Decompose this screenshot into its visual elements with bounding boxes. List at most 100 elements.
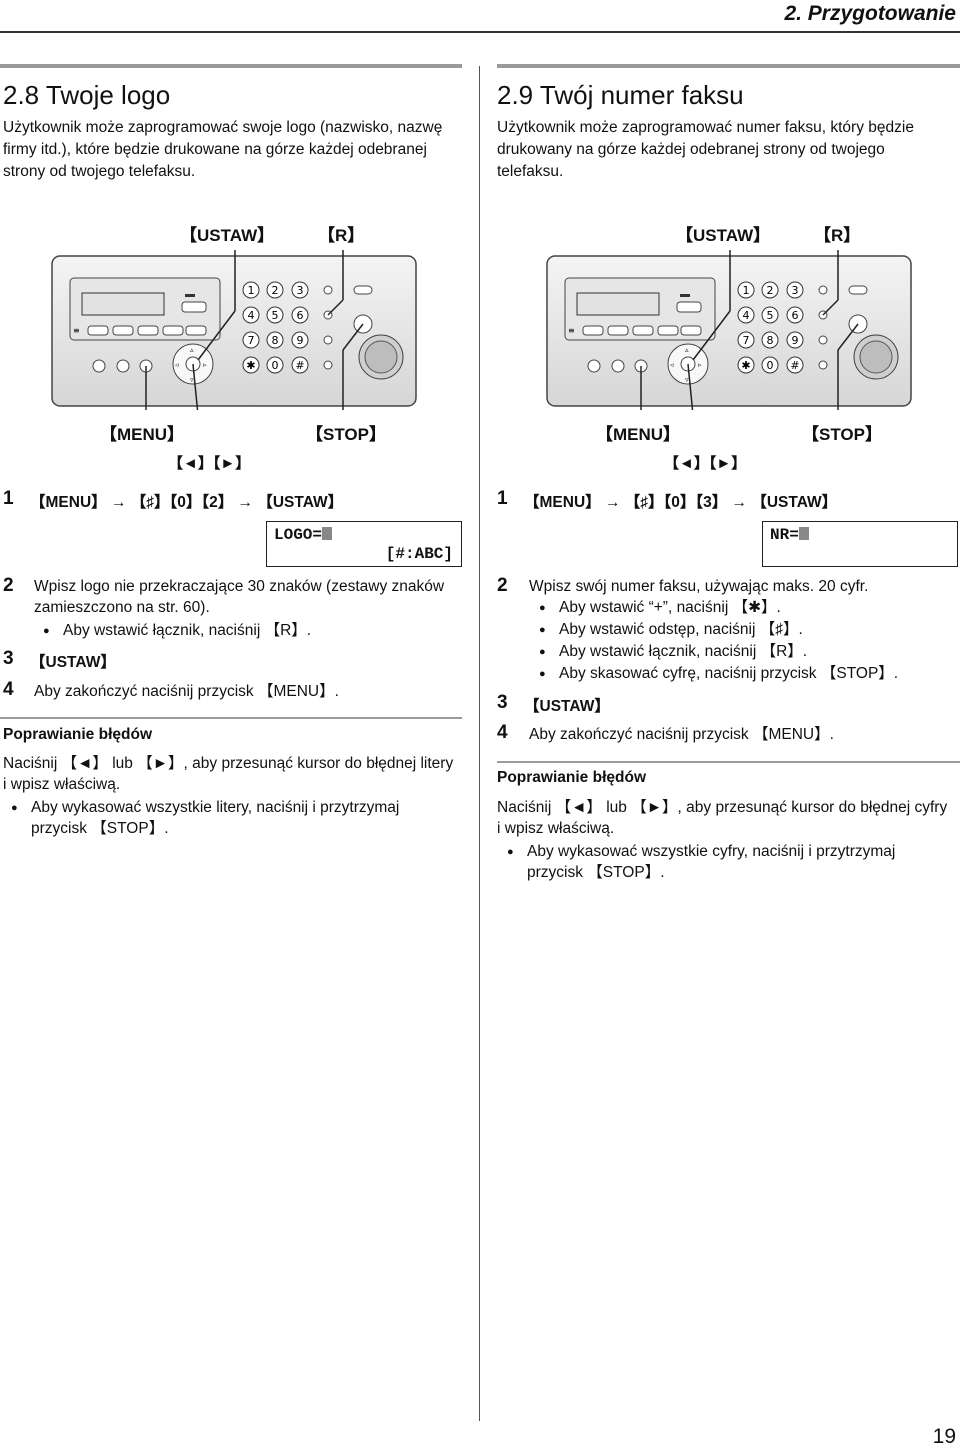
svg-text:3: 3 [297,284,304,297]
step2-bullet: Aby skasować cyfrę, naciśnij przycisk 【S… [539,663,898,685]
step4-text: Aby zakończyć naciśnij przycisk 【MENU】. [529,726,834,743]
svg-text:◃: ◃ [175,361,179,369]
step-number: 2 [497,575,508,596]
svg-text:9: 9 [297,334,304,347]
step-number: 1 [497,488,508,509]
svg-text:7: 7 [248,334,255,347]
svg-text:▵: ▵ [190,346,194,354]
step2-text: Wpisz swój numer faksu, używając maks. 2… [529,578,869,595]
step-number: 4 [497,722,508,743]
svg-text:4: 4 [248,309,255,322]
svg-text:9: 9 [792,334,799,347]
step3-key: 【USTAW】 [524,698,610,715]
fax-panel-diagram: ≡ ▵ ▿ ◃ ▹ 1 2 3 4 5 6 7 8 9 ✱ 0 # [546,250,912,410]
svg-text:▹: ▹ [698,361,702,369]
svg-text:✱: ✱ [246,359,255,372]
correction-text: Naciśnij 【◄】 lub 【►】, aby przesunąć kurs… [3,753,453,795]
label-menu: 【MENU】 [596,425,681,444]
svg-text:▹: ▹ [203,361,207,369]
step4-text: Aby zakończyć naciśnij przycisk 【MENU】. [34,683,339,700]
step2-text: Wpisz logo nie przekraczające 30 znaków … [34,576,444,618]
correction-title: Poprawianie błędów [3,726,152,743]
header-rule [0,31,960,33]
page-number: 19 [932,1425,956,1448]
step2-bullet: Aby wstawić “+”, naciśnij 【✱】. [539,597,898,619]
svg-text:0: 0 [767,359,774,372]
lcd-display: NR= [762,521,958,567]
svg-text:6: 6 [792,309,799,322]
correction-text: Naciśnij 【◄】 lub 【►】, aby przesunąć kurs… [497,797,947,839]
svg-text:◃: ◃ [670,361,674,369]
intro-line: drukowany na górze każdej odebranej stro… [497,141,885,158]
svg-text:8: 8 [767,334,774,347]
correction-line: i wpisz właściwą. [3,776,121,793]
intro-line: telefaksu. [497,163,564,180]
svg-text:4: 4 [743,309,750,322]
right-section-rule [497,64,960,68]
step2-bullets: Aby wstawić “+”, naciśnij 【✱】. Aby wstaw… [539,597,898,685]
right-section-title: 2.9 Twój numer faksu [497,80,744,110]
correction-line: Naciśnij 【◄】 lub 【►】, aby przesunąć kurs… [3,755,454,772]
label-arrows: 【◄】【►】 [664,455,747,472]
intro-line: Użytkownik może zaprogramować swoje logo… [3,119,443,136]
correction-title: Poprawianie błędów [497,769,646,786]
svg-text:#: # [790,359,799,372]
svg-text:≡: ≡ [568,326,575,335]
svg-text:▿: ▿ [685,376,689,384]
svg-text:1: 1 [743,284,750,297]
intro-line: firmy itd.), które będzie drukowane na g… [3,141,427,158]
svg-text:6: 6 [297,309,304,322]
correction-line: i wpisz właściwą. [497,820,615,837]
cursor-block [798,527,809,540]
step-number: 1 [3,488,14,509]
step-line: Wpisz logo nie przekraczające 30 znaków … [34,578,445,595]
svg-text:7: 7 [743,334,750,347]
step1-keys: 【MENU】 → 【♯】【0】【2】 → 【USTAW】 [30,494,344,511]
svg-text:1: 1 [248,284,255,297]
right-intro: Użytkownik może zaprogramować numer faks… [497,117,914,183]
correction-bullet-line: Aby wykasować wszystkie litery, naciśnij… [31,799,400,816]
column-divider [479,66,480,1421]
label-r: 【R】 [318,226,365,245]
label-r: 【R】 [814,226,861,245]
left-section-rule [0,64,462,68]
svg-text:#: # [295,359,304,372]
correction-bullet: Aby wykasować wszystkie cyfry, naciśnij … [507,841,896,883]
fax-panel-diagram: ≡ ▵ ▿ ◃ ▹ 1 2 3 4 5 6 7 8 9 ✱ 0 # [51,250,417,410]
label-ustaw: 【USTAW】 [180,226,275,245]
correction-rule [0,717,462,719]
step3-key: 【USTAW】 [30,654,116,671]
label-menu: 【MENU】 [100,425,185,444]
svg-text:3: 3 [792,284,799,297]
correction-bullet-line: Aby wykasować wszystkie cyfry, naciśnij … [527,843,896,860]
label-stop: 【STOP】 [802,425,882,444]
page-header-title: 2. Przygotowanie [784,2,956,25]
intro-line: strony od twojego telefaksu. [3,163,196,180]
svg-text:2: 2 [767,284,774,297]
svg-text:8: 8 [272,334,279,347]
correction-bullet-line: przycisk 【STOP】. [527,864,665,881]
label-stop: 【STOP】 [306,425,386,444]
correction-rule [497,761,960,763]
lcd-line-2: [#:ABC] [385,545,453,563]
correction-bullet: Aby wykasować wszystkie litery, naciśnij… [11,797,400,839]
intro-line: Użytkownik może zaprogramować numer faks… [497,119,914,136]
lcd-line-1: NR= [770,526,809,544]
svg-text:2: 2 [272,284,279,297]
svg-text:▿: ▿ [190,376,194,384]
step-number: 3 [497,692,508,713]
step2-bullet: Aby wstawić odstęp, naciśnij 【♯】. [539,619,898,641]
step1-keys: 【MENU】 → 【♯】【0】【3】 → 【USTAW】 [524,494,838,511]
step-number: 4 [3,679,14,700]
svg-text:✱: ✱ [741,359,750,372]
left-section-title: 2.8 Twoje logo [3,80,171,110]
svg-text:0: 0 [272,359,279,372]
lcd-line-1: LOGO= [274,526,333,544]
left-intro: Użytkownik może zaprogramować swoje logo… [3,117,442,183]
svg-text:≡: ≡ [73,326,80,335]
correction-line: Naciśnij 【◄】 lub 【►】, aby przesunąć kurs… [497,799,948,816]
step-number: 3 [3,648,14,669]
cursor-block [322,527,333,540]
lcd-display: LOGO= [#:ABC] [266,521,462,567]
correction-bullet-line: przycisk 【STOP】. [31,820,169,837]
